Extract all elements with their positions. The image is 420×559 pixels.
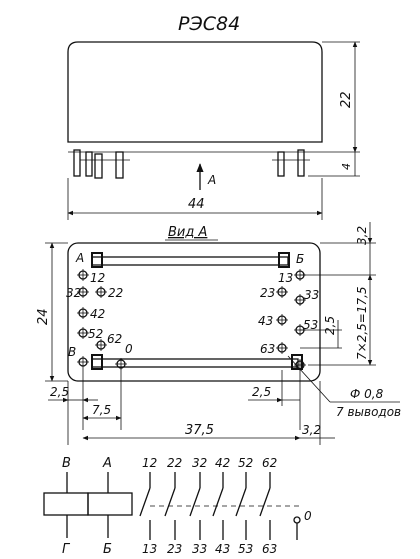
view-a-title: Вид А [168, 225, 207, 240]
view-arrow-label: A [207, 173, 216, 187]
pin-label-32: 32 [66, 286, 81, 300]
pin-label-43: 43 [258, 314, 273, 328]
top-bar [91, 256, 289, 266]
pin-label-22: 22 [108, 286, 123, 300]
pin-label-63: 63 [260, 342, 275, 356]
width-dimension: 44 [188, 197, 205, 212]
coil-label-v: В [62, 456, 71, 471]
common-terminal [293, 516, 301, 524]
hole-diameter-note: Ф 0,8 [350, 387, 384, 401]
relay-body [67, 41, 323, 143]
contact-top-62: 62 [262, 456, 277, 470]
contact-top-52: 52 [238, 456, 253, 470]
drawing-title: РЭС84 [178, 13, 240, 35]
left-offset-dimension: 2,5 [50, 385, 69, 399]
pitch-dimension: 2,5 [323, 316, 337, 335]
pin-label-42: 42 [90, 307, 105, 321]
coil-label-a: А [102, 456, 112, 471]
top-margin-dimension: 3,2 [355, 226, 369, 245]
span-dimension: 37,5 [185, 423, 214, 438]
pin-label-53: 53 [303, 318, 318, 332]
view-a: Вид А [36, 222, 401, 445]
contact-bottom-63: 63 [262, 542, 277, 556]
pin-count-note: 7 выводов [336, 405, 401, 419]
side-view: A 22 4 44 [67, 41, 360, 220]
contact-bottom-33: 33 [192, 542, 207, 556]
pin-label-b: Б [296, 252, 304, 266]
height-dimension: 22 [339, 91, 354, 108]
coil-label-b: Б [103, 542, 112, 557]
pin-label-23: 23 [260, 286, 275, 300]
pin-label-a: А [75, 251, 84, 265]
contact-bottom-43: 43 [215, 542, 230, 556]
pin-length-dimension: 4 [340, 163, 353, 170]
pin-label-v: В [68, 345, 76, 359]
contact-top-32: 32 [192, 456, 207, 470]
left-col-dimension: 7,5 [92, 403, 111, 417]
pin-label-52: 52 [88, 327, 103, 341]
pin-label-62: 62 [107, 332, 122, 346]
contact-bottom-53: 53 [238, 542, 253, 556]
pitch-total-dimension: 7×2,5=17,5 [355, 286, 369, 360]
contact-top-22: 22 [167, 456, 182, 470]
contact-top-12: 12 [142, 456, 157, 470]
coil-label-g: Г [62, 542, 71, 557]
bottom-dimension: 3,2 [302, 423, 321, 437]
coil-1 [43, 492, 89, 516]
pin-label-13: 13 [278, 271, 293, 285]
right-offset-dimension: 2,5 [252, 385, 271, 399]
view-a-outline [67, 242, 321, 382]
body-height-dimension: 24 [36, 308, 51, 325]
contact-bottom-13: 13 [142, 542, 157, 556]
pin-label-0: 0 [125, 342, 133, 356]
relay-pins [73, 149, 310, 179]
pin-label-12: 12 [90, 271, 105, 285]
pin-label-33: 33 [304, 288, 319, 302]
coil-2 [87, 492, 133, 516]
common-label: 0 [304, 509, 312, 523]
schematic: В А Г Б 12 22 32 42 52 62 13 23 33 43 53… [43, 456, 312, 557]
contact-top-42: 42 [215, 456, 230, 470]
contact-switches [139, 472, 300, 540]
left-pin-holes [77, 269, 127, 370]
contact-bottom-23: 23 [167, 542, 182, 556]
